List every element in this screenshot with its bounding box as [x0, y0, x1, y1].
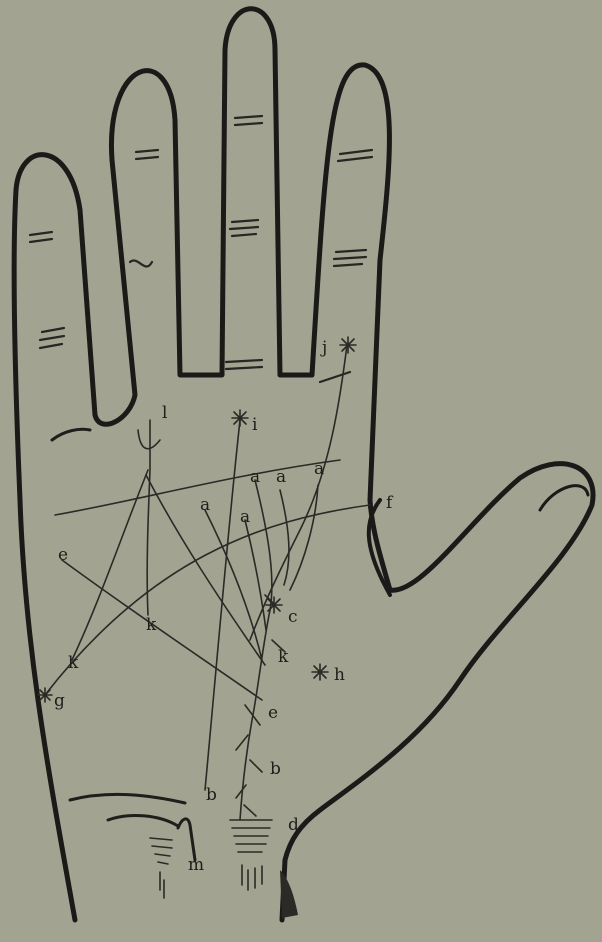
label-k-3: k	[68, 653, 79, 673]
fate-line	[205, 420, 240, 790]
line-from-j	[250, 345, 347, 640]
label-h: h	[334, 665, 345, 685]
label-m: m	[188, 855, 204, 875]
hand-outline	[14, 9, 593, 920]
label-c: c	[288, 607, 298, 627]
a-lines	[205, 480, 318, 660]
central-trunk	[240, 610, 270, 820]
wrist-marks	[70, 794, 298, 918]
label-a-5: a	[314, 459, 324, 479]
label-a-1: a	[200, 495, 210, 515]
wrist-shading	[280, 870, 298, 918]
label-j: j	[320, 338, 327, 358]
label-k-2: k	[278, 647, 289, 667]
heart-line	[55, 460, 340, 515]
label-a-4: a	[276, 467, 286, 487]
star-h	[312, 664, 328, 680]
label-g: g	[54, 691, 65, 711]
label-f: f	[386, 493, 394, 513]
star-c	[266, 597, 282, 613]
label-k-1: k	[146, 615, 157, 635]
label-a-2: a	[240, 507, 250, 527]
label-i: i	[252, 415, 258, 435]
star-g	[38, 688, 52, 702]
label-e-1: e	[58, 545, 68, 565]
star-i	[232, 410, 248, 426]
label-e-2: e	[268, 703, 278, 723]
finger-crease-marks	[30, 116, 372, 440]
thumbnail	[540, 486, 588, 510]
label-l: l	[162, 403, 167, 423]
label-d: d	[288, 815, 299, 835]
star-j	[340, 337, 356, 353]
label-a-3: a	[250, 467, 260, 487]
label-b-1: b	[270, 759, 281, 779]
label-b-2: b	[206, 785, 217, 805]
line-f-to-g	[45, 505, 370, 695]
